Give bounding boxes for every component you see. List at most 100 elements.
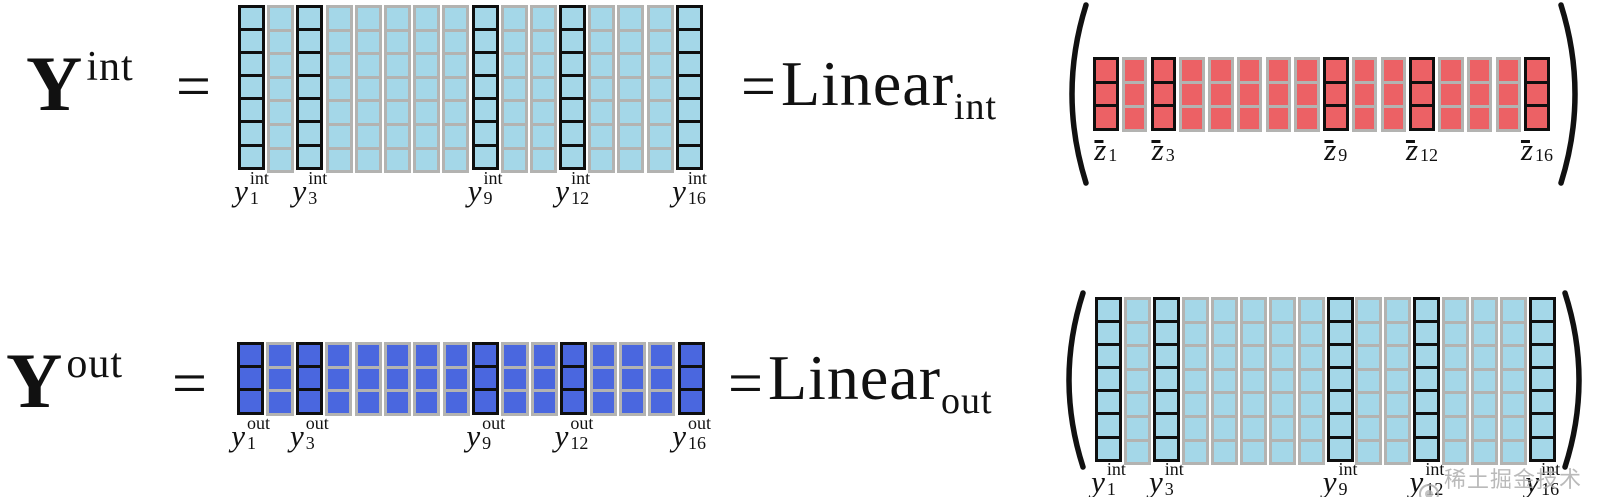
y-int-result-cell [471,143,499,171]
equals-sign-out-2: = [728,350,763,418]
y-int-result-cell [675,74,703,101]
y-int-arg-cell [1268,367,1296,395]
y-int-result-cell [442,99,470,126]
y-int-result-cell [383,75,411,103]
y-int-result-cell [296,143,324,171]
y-out-result-cell [266,365,294,393]
y-int-arg-cell [1355,320,1383,348]
y-out-result-cell [648,389,676,416]
lhs-y-out: Yout [6,342,123,420]
z-arg-col-2 [1121,57,1148,132]
y-int-result-cell [529,28,557,56]
y-int-arg-cell [1471,391,1499,418]
y-out-result-col-10 [501,342,529,416]
y-int-result-cell [383,99,411,126]
y-int-result-cell [675,143,703,171]
y-int-result-cell [354,52,382,79]
z-arg-col-7 [1265,57,1291,132]
y-int-arg-cell [1297,414,1325,442]
y-int-result-cell [413,99,441,126]
z-arg-cell [1351,81,1378,108]
y-int-arg-col-13 [1442,297,1470,466]
y-int-arg-cell [1471,320,1499,348]
y-int-result-cell [646,146,674,174]
y-int-arg-cell [1123,414,1151,442]
y-int-arg-cell [1210,391,1238,418]
y-int-arg-col-14 [1471,297,1499,466]
equals-sign-out-1: = [172,350,207,418]
y-out-result-cell [530,365,558,393]
y-int-arg-col-11 [1384,297,1412,466]
linear-int-subscript: int [954,86,998,128]
y-out-result-cell [618,389,647,416]
z-arg-cell [1524,104,1550,131]
y-out-result-col-3 [295,342,323,416]
y-int-result-col-16 [675,5,703,173]
y-int-arg-col-6 [1239,297,1267,466]
y-int-result-col-7 [413,5,441,174]
y-int-result-cell [354,28,382,56]
y-int-arg-cell [1500,367,1528,395]
open-paren-icon [1066,290,1086,470]
matrix-y-int-result [238,5,703,174]
linear-out-subscript: out [941,380,993,422]
y-int-result-cell [617,28,645,56]
y-out-result-cell [589,365,617,393]
y-int-arg-cell [1268,344,1296,371]
y-out-result-col-9 [472,342,500,416]
y-int-symbol: Y [26,40,83,127]
z-arg-cell [1179,81,1205,108]
y-int-arg-cell [1355,414,1383,442]
y-int-arg-cell [1297,438,1325,466]
y-out-result-col-16 [677,342,705,416]
z-arg-cell [1208,81,1234,108]
y-int-arg-cell [1210,414,1238,442]
y-int-arg-cell [1297,367,1325,395]
y-int-result-cell [383,28,411,56]
z-arg-col-15 [1495,57,1521,132]
y-int-result-cell [617,75,645,103]
y-int-arg-cell [1500,391,1528,418]
z-arg-cell [1380,57,1406,84]
z-arg-cell [1380,105,1406,132]
equals-sign-int-1: = [176,53,211,121]
z-arg-cell [1236,57,1263,84]
y-int-result-cell [588,99,616,126]
y-out-result-cell [648,342,676,369]
z-arg-cell [1466,105,1493,132]
y-out-result-cell [501,365,529,393]
z-arg-cell [1294,81,1320,108]
z-arg-cell [1179,57,1205,84]
y-out-result-col-15 [648,342,676,416]
y-out-result-cell [472,388,500,415]
y-int-result-cell [500,75,528,103]
y-int-arg-cell [1442,297,1470,324]
y-int-result-cell [529,75,557,103]
y-out-result-col-4 [325,342,353,416]
y-int-result-cell [442,5,470,32]
y-int-arg-col-16 [1529,297,1557,465]
y-out-result-col-2 [266,342,294,416]
y-out-result-cell [325,389,353,416]
open-paren-icon [1069,2,1089,186]
y-out-result-cell [530,389,558,416]
y-int-result-cell [500,99,528,126]
y-int-arg-cell [1500,438,1528,466]
y-int-arg-cell [1355,438,1383,466]
y-int-result-cell [267,5,295,32]
y-int-result-cell [588,75,616,103]
y-int-result-cell [529,52,557,79]
y-int-result-cell [559,28,587,55]
z-arg-cell [1236,81,1263,108]
y-int-result-cell [646,75,674,103]
z-arg-cell [1409,80,1435,108]
y-int-result-cell [413,52,441,79]
z-arg-cell [1121,81,1148,108]
y-int-result-cell [354,75,382,103]
y-int-result-cell [413,28,441,56]
y-int-arg-col-2 [1123,297,1151,466]
